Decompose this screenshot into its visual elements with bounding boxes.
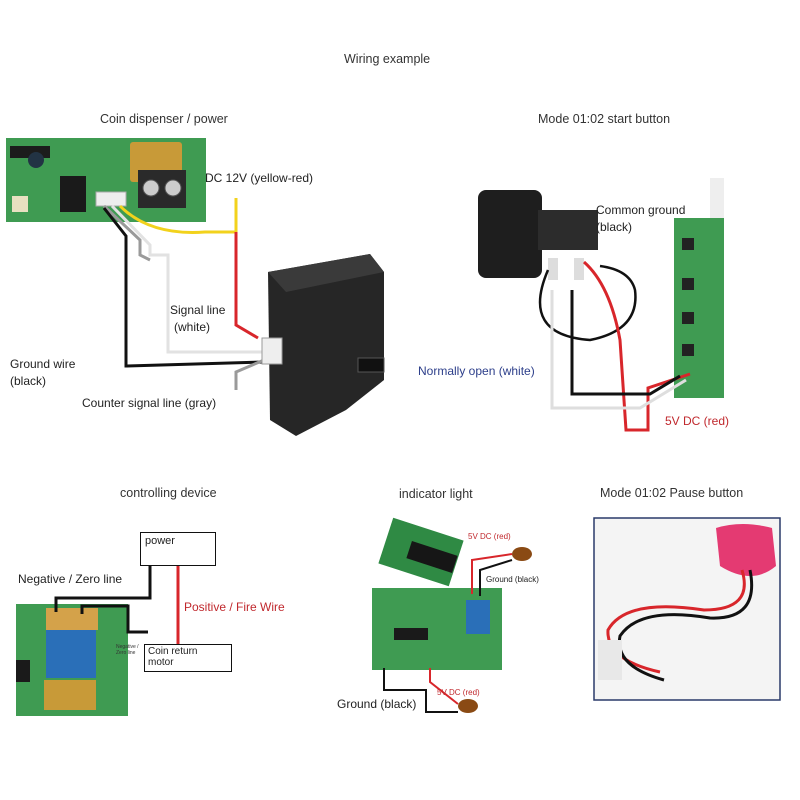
wire-black-loop <box>538 264 637 342</box>
start-pcb-buttons <box>682 238 694 356</box>
controlling-device-illustration <box>16 566 180 716</box>
terminal-screw-2 <box>164 179 182 197</box>
five-v-bottom-label: 5V DC (red) <box>437 688 480 697</box>
normally-open-label: Normally open (white) <box>418 364 535 378</box>
terminal-screw-1 <box>142 179 160 197</box>
coin-dispenser-body <box>268 254 384 436</box>
coin-return-label: Coin return <box>148 646 198 657</box>
wire-white <box>550 290 687 410</box>
pause-button-illustration <box>593 517 781 701</box>
wire-red <box>234 232 259 340</box>
wire-red <box>583 260 691 432</box>
wire-black <box>570 290 681 396</box>
five-v-top-label: 5V DC (red) <box>468 532 511 541</box>
signal-line-color-label: (white) <box>174 320 211 334</box>
motor-label: motor <box>148 657 174 668</box>
indicator-light-illustration <box>372 517 532 713</box>
wire-black-negative <box>54 566 152 612</box>
pause-button-heading: Mode 01:02 Pause button <box>600 486 744 500</box>
wire-black-motor <box>80 604 148 634</box>
button-housing <box>478 190 542 278</box>
wire-black-pause <box>617 569 754 682</box>
switch-terminal-1 <box>548 258 558 280</box>
start-pcb-connector <box>710 178 724 218</box>
ground-top-label: Ground (black) <box>486 575 539 584</box>
wire-red-top <box>471 553 513 594</box>
microswitch <box>538 210 598 250</box>
small-connector <box>12 196 28 212</box>
pcb-tiny-label-1: Negative / <box>116 644 139 650</box>
coin-dispenser-heading: Coin dispenser / power <box>100 112 228 126</box>
control-terminal <box>46 608 98 630</box>
pink-button <box>716 524 776 576</box>
dispenser-connector <box>261 337 283 365</box>
wire-gray <box>102 204 151 262</box>
relay-orange <box>44 680 96 710</box>
power-box: power <box>140 532 216 566</box>
switch-terminal-2 <box>574 258 584 280</box>
coin-dispenser-top <box>268 254 384 292</box>
lamp-top <box>512 547 532 561</box>
common-ground-label: Common ground <box>596 203 686 217</box>
indicator-relay <box>466 600 490 634</box>
start-pcb <box>674 218 724 398</box>
signal-line-label: Signal line <box>170 303 226 317</box>
power-jack <box>60 176 86 212</box>
wire-red-bottom <box>429 668 459 705</box>
ground-bottom-label: Ground (black) <box>337 697 417 711</box>
wire-black <box>102 207 265 368</box>
wire-white <box>110 204 262 354</box>
wire-yellow <box>118 198 238 234</box>
capacitor <box>28 152 44 168</box>
ground-wire-label: Ground wire <box>10 357 76 371</box>
seven-seg-display <box>406 541 458 573</box>
black-component <box>16 660 30 682</box>
dc-12v-label: DC 12V (yellow-red) <box>205 171 314 185</box>
start-button-illustration <box>478 178 724 432</box>
ground-wire-color-label: (black) <box>10 374 47 388</box>
coin-dispenser-illustration <box>6 138 385 436</box>
positive-fire-wire-label: Positive / Fire Wire <box>184 600 285 614</box>
controlling-device-heading: controlling device <box>120 486 217 500</box>
five-v-dc-label: 5V DC (red) <box>665 414 730 428</box>
negative-zero-line-label: Negative / Zero line <box>18 572 123 586</box>
counter-signal-label: Counter signal line (gray) <box>82 396 217 410</box>
wire-black-top <box>479 559 513 596</box>
indicator-light-heading: indicator light <box>399 487 473 501</box>
power-box-label: power <box>145 535 175 547</box>
wire-gray-counter <box>234 358 265 390</box>
common-ground-color-label: (black) <box>596 220 633 234</box>
start-button-heading: Mode 01:02 start button <box>538 112 671 126</box>
white-connector <box>95 191 127 207</box>
page-title: Wiring example <box>344 52 431 66</box>
coin-return-motor-box: Coin return motor <box>144 644 232 672</box>
indicator-chip <box>394 628 428 640</box>
dispenser-display <box>357 357 385 373</box>
pause-connector <box>598 640 622 680</box>
lamp-bottom <box>458 699 478 713</box>
wire-black-bottom <box>383 668 458 713</box>
pcb-tiny-label-2: Zero line <box>116 650 136 656</box>
relay-blue <box>46 630 96 678</box>
